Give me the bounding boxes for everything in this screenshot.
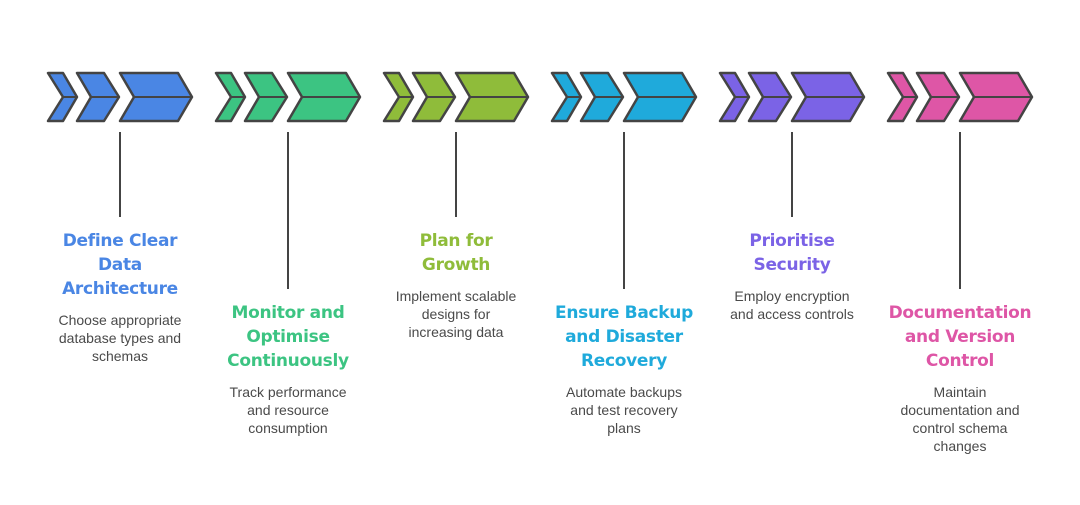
step-5-chevron-group (718, 71, 866, 123)
step-title-line: Prioritise (749, 231, 835, 251)
step-description-line: and test recovery (570, 402, 678, 418)
step-description-line: Automate backups (566, 384, 682, 400)
step-description-line: designs for (421, 306, 491, 322)
step-6-chevron-group (886, 71, 1034, 123)
step-description-line: and resource (247, 402, 329, 418)
step-4-description: Automate backups and test recovery plans (549, 383, 699, 437)
step-description-line: Choose appropriate (58, 312, 182, 328)
step-description-line: and access controls (730, 306, 854, 322)
step-title-line: Optimise (246, 327, 330, 347)
step-2-chevron-group (214, 71, 362, 123)
step-title-line: Plan for (419, 231, 493, 251)
step-title-line: Ensure Backup (555, 303, 693, 323)
step-description-line: database types and (58, 330, 182, 346)
step-description-line: Track performance (229, 384, 347, 400)
step-title-line: Control (925, 351, 995, 371)
step-description-line: changes (933, 438, 987, 454)
step-title-line: Define Clear (62, 231, 178, 251)
step-description-line: Implement scalable (395, 288, 517, 304)
step-description-line: Maintain (933, 384, 987, 400)
step-description-line: consumption (248, 420, 328, 436)
step-title-line: Growth (421, 255, 491, 275)
step-title-line: Security (753, 255, 831, 275)
step-2-description: Track performance and resource consumption (213, 383, 363, 437)
step-title-line: and Disaster (565, 327, 683, 347)
step-6-description: Maintain documentation and control schema c… (885, 383, 1035, 455)
step-description-line: Employ encryption (734, 288, 850, 304)
step-4-chevron-group (550, 71, 698, 123)
step-title-line: Documentation (888, 303, 1032, 323)
step-3-chevron-group (382, 71, 530, 123)
step-title-line: and Version (904, 327, 1016, 347)
step-title-line: Data (98, 255, 142, 275)
step-title-line: Monitor and (231, 303, 345, 323)
step-title-line: Continuously (227, 351, 349, 371)
step-description-line: control schema (912, 420, 1008, 436)
step-description-line: increasing data (408, 324, 504, 340)
step-title-line: Recovery (580, 351, 668, 371)
step-title-line: Architecture (62, 279, 178, 299)
step-description-line: schemas (91, 348, 149, 364)
step-1-description: Choose appropriate database types and sche… (45, 311, 195, 365)
step-3-description: Implement scalable designs for increasing … (381, 287, 531, 341)
step-description-line: documentation and (900, 402, 1020, 418)
step-5-description: Employ encryption and access controls (717, 287, 867, 323)
step-1-chevron-group (46, 71, 194, 123)
step-description-line: plans (607, 420, 641, 436)
